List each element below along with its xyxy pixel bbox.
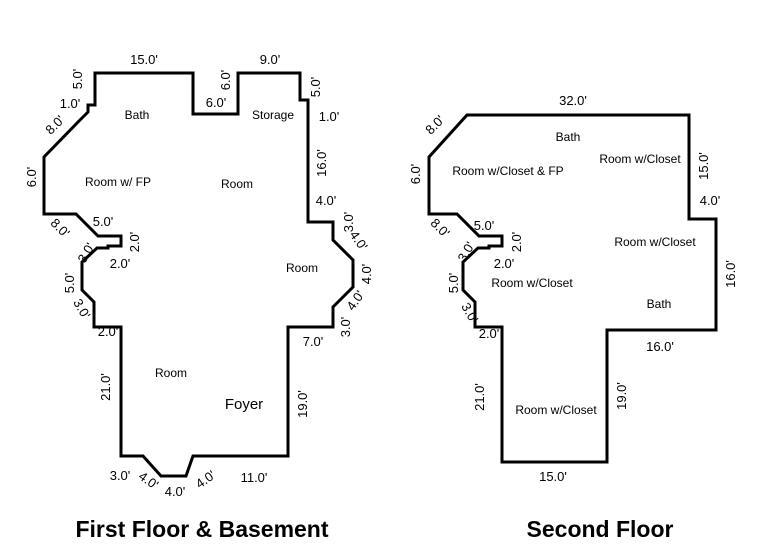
dim-right-bay-wall: 4.0' — [359, 264, 374, 285]
second-floor-outline — [427, 113, 718, 464]
dim-inner-wall: 19.0' — [614, 382, 629, 410]
dim-right-bay-drop: 3.0' — [338, 317, 353, 338]
second-floor-plan: Bath Room w/Closet & FP Room w/Closet Ro… — [408, 93, 738, 542]
dim-inner-ledge: 16.0' — [646, 339, 674, 354]
dim-left-ledge: 5.0' — [474, 218, 495, 233]
room-label-room-east: Room — [286, 261, 318, 275]
dim-bottom: 15.0' — [539, 469, 567, 484]
dim-bottom-diag-right: 4.0' — [193, 467, 218, 491]
dim-right-wall: 16.0' — [314, 149, 329, 177]
dim-left-bump-diag-lower: 3.0' — [458, 300, 481, 325]
room-label-bath-upper: Bath — [556, 130, 581, 144]
dim-bottom-right: 11.0' — [241, 470, 268, 485]
dim-left-ledge-drop: 2.0' — [127, 232, 142, 253]
room-label-room-closet-s: Room w/Closet — [515, 403, 597, 417]
first-floor-outline — [42, 71, 355, 478]
room-label-room-closet-fp: Room w/Closet & FP — [452, 164, 563, 178]
second-floor-title: Second Floor — [527, 516, 674, 542]
dim-right-ledge-drop: 3.0' — [341, 212, 356, 233]
dim-right-upper-wall: 15.0' — [696, 152, 711, 180]
dim-left-ledge-return: 2.0' — [494, 256, 515, 271]
first-floor-plan: Bath Storage Room w/ FP Room Room Room F… — [24, 52, 374, 542]
dim-left-bump-vertical: 5.0' — [62, 273, 77, 294]
dim-left-wall: 6.0' — [408, 164, 423, 185]
dim-left-wall: 6.0' — [24, 167, 39, 188]
dim-left-bump-diag-upper: 3.0' — [74, 240, 97, 265]
dim-left-step: 2.0' — [98, 324, 119, 339]
dim-right-ledge: 4.0' — [316, 193, 337, 208]
dim-left-diag-upper: 8.0' — [422, 112, 447, 137]
room-label-room-center: Room — [221, 177, 253, 191]
dim-top-left: 15.0' — [130, 52, 158, 67]
dim-left-lower-wall: 21.0' — [472, 383, 487, 411]
dim-left-top-vertical: 5.0' — [70, 69, 85, 90]
room-label-bath: Bath — [125, 108, 150, 122]
room-label-storage: Storage — [252, 108, 294, 122]
dim-notch-bottom: 6.0' — [206, 95, 227, 110]
dim-top-right: 9.0' — [260, 52, 281, 67]
dim-right-top-vertical: 5.0' — [308, 77, 323, 98]
room-label-bath-lower: Bath — [647, 297, 672, 311]
dim-left-diag-lower: 8.0' — [48, 215, 73, 240]
dim-left-ledge-return: 2.0' — [110, 256, 131, 271]
dim-bottom-left: 3.0' — [110, 468, 131, 483]
room-label-room-closet-w: Room w/Closet — [491, 276, 573, 290]
room-label-foyer: Foyer — [225, 396, 263, 413]
room-label-room-closet-ne: Room w/Closet — [599, 152, 681, 166]
dim-right-step: 4.0' — [700, 193, 721, 208]
dim-top: 32.0' — [559, 93, 587, 108]
dim-left-diag-upper: 8.0' — [42, 112, 67, 137]
dim-left-bump-diag-upper: 3.0' — [454, 239, 477, 264]
dim-left-lower-wall: 21.0' — [98, 373, 113, 401]
first-floor-title: First Floor & Basement — [75, 516, 328, 542]
dim-right-top-step: 1.0' — [319, 109, 340, 124]
dim-left-ledge-drop: 2.0' — [509, 232, 524, 253]
dim-bottom-center: 4.0' — [165, 484, 186, 499]
room-label-room-closet-e: Room w/Closet — [614, 235, 696, 249]
dim-right-lower-wall: 19.0' — [295, 390, 310, 418]
dim-left-ledge: 5.0' — [93, 214, 114, 229]
dim-left-step: 2.0' — [479, 326, 500, 341]
dim-right-wall: 16.0' — [723, 260, 738, 288]
dim-notch-side: 6.0' — [218, 70, 233, 91]
dim-left-diag-lower: 8.0' — [428, 215, 453, 240]
dim-left-top-step: 1.0' — [60, 96, 81, 111]
dim-left-bump-vertical: 5.0' — [446, 273, 461, 294]
room-label-room-south: Room — [155, 366, 187, 380]
room-label-room-fp: Room w/ FP — [85, 175, 151, 189]
dim-right-inset: 7.0' — [303, 334, 324, 349]
